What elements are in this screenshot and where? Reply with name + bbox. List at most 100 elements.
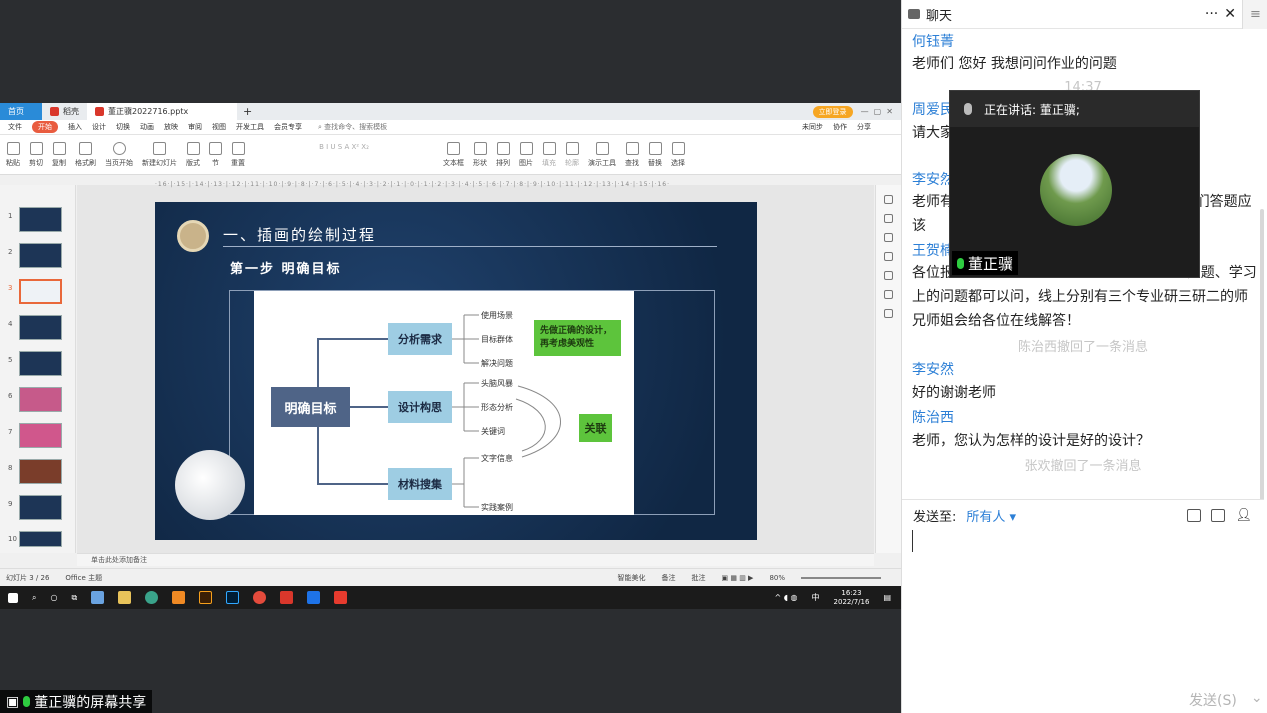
- picture-icon: [519, 141, 533, 155]
- menu-view[interactable]: 视图: [212, 123, 226, 131]
- ribbon-layout[interactable]: 版式: [186, 141, 200, 168]
- ribbon-replace[interactable]: 替换: [648, 141, 662, 168]
- menu-file[interactable]: 文件: [8, 123, 22, 131]
- menu-insert[interactable]: 插入: [68, 123, 82, 131]
- smart-beautify-button[interactable]: 智能美化: [617, 573, 646, 582]
- comment-toggle[interactable]: 批注: [691, 573, 706, 582]
- tool-icon[interactable]: [884, 233, 893, 242]
- panel-menu-icon[interactable]: ≡: [1242, 0, 1267, 29]
- windows-start-icon[interactable]: [8, 592, 18, 603]
- task-view-icon[interactable]: ⧉: [71, 592, 78, 602]
- slide-thumbnail[interactable]: [19, 423, 62, 448]
- menu-start[interactable]: 开始: [32, 121, 58, 133]
- ribbon-play-current[interactable]: 当页开始: [105, 141, 133, 168]
- ribbon-fill[interactable]: 填充: [542, 141, 556, 168]
- folder-icon[interactable]: [1187, 509, 1202, 522]
- tab-doke[interactable]: 稻壳: [42, 103, 87, 120]
- ime-indicator[interactable]: 中: [811, 593, 820, 602]
- ribbon-format-painter[interactable]: 格式刷: [75, 141, 96, 168]
- ribbon-select[interactable]: 选择: [671, 141, 685, 168]
- close-icon[interactable]: ✕: [1224, 6, 1236, 22]
- tool-icon[interactable]: [884, 290, 893, 299]
- slide-thumbnail-selected[interactable]: [19, 279, 62, 304]
- active-speaker-video[interactable]: 正在讲话: 董正骥; 董正骥: [949, 90, 1200, 278]
- wps-office-icon[interactable]: [334, 591, 348, 604]
- app-icon[interactable]: [145, 591, 159, 604]
- illustrator-icon[interactable]: [199, 591, 213, 604]
- slide-thumbnail[interactable]: [19, 351, 62, 376]
- notes-toggle[interactable]: 备注: [661, 573, 676, 582]
- meeting-app-icon[interactable]: [307, 591, 321, 604]
- ribbon-section[interactable]: 节: [209, 141, 222, 168]
- sync-status[interactable]: 未同步: [802, 123, 823, 131]
- view-mode-buttons[interactable]: ▣ ▦ ▥ ▶: [721, 573, 754, 582]
- slide-thumbnail[interactable]: [19, 207, 62, 232]
- file-explorer-icon[interactable]: [118, 591, 132, 604]
- chat-scrollbar[interactable]: [1260, 209, 1264, 499]
- tool-icon[interactable]: [884, 309, 893, 318]
- ribbon-copy[interactable]: 复制: [52, 141, 66, 168]
- ribbon-outline[interactable]: 轮廓: [565, 141, 579, 168]
- slide-thumbnail[interactable]: [19, 459, 62, 484]
- menu-slideshow[interactable]: 放映: [164, 123, 178, 131]
- menu-animation[interactable]: 动画: [140, 123, 154, 131]
- app-icon[interactable]: [91, 591, 105, 604]
- thumb-number: 1: [8, 212, 13, 220]
- tool-icon[interactable]: [884, 252, 893, 261]
- chrome-icon[interactable]: [253, 591, 267, 604]
- menu-review[interactable]: 审阅: [188, 123, 202, 131]
- login-button[interactable]: 立即登录: [812, 105, 853, 118]
- zoom-slider[interactable]: [801, 576, 881, 579]
- ribbon-paste[interactable]: 粘贴: [6, 141, 20, 168]
- tool-icon[interactable]: [884, 195, 893, 204]
- menu-transition[interactable]: 切换: [116, 123, 130, 131]
- new-tab-button[interactable]: +: [243, 105, 253, 118]
- slide-thumbnail[interactable]: [19, 243, 62, 268]
- ribbon-presenter-tools[interactable]: 演示工具: [588, 141, 616, 168]
- cortana-icon[interactable]: ○: [50, 593, 58, 602]
- slide-thumbnail[interactable]: [19, 495, 62, 520]
- current-slide[interactable]: 一、插画的绘制过程 第一步 明确目标: [155, 202, 757, 540]
- menu-design[interactable]: 设计: [92, 123, 106, 131]
- ribbon-textbox[interactable]: 文本框: [443, 141, 464, 168]
- photoshop-icon[interactable]: [226, 591, 240, 604]
- slide-counter: 幻灯片 3 / 26: [6, 573, 50, 582]
- notification-icon[interactable]: ▤: [883, 593, 891, 602]
- ribbon-picture[interactable]: 图片: [519, 141, 533, 168]
- menu-member[interactable]: 会员专享: [274, 123, 302, 131]
- slide-thumbnail[interactable]: [19, 315, 62, 340]
- ribbon-new-slide[interactable]: 新建幻灯片: [142, 141, 177, 168]
- menu-developer[interactable]: 开发工具: [236, 123, 264, 131]
- chevron-down-icon[interactable]: ⌄: [1250, 690, 1263, 706]
- collaborate-button[interactable]: 协作: [833, 123, 847, 131]
- window-controls[interactable]: — ▢ ✕: [860, 107, 893, 116]
- font-controls: B I U S A X² X₂: [319, 142, 369, 151]
- share-button[interactable]: 分享: [857, 123, 871, 131]
- notes-pane[interactable]: 单击此处添加备注: [77, 553, 874, 566]
- more-icon[interactable]: ···: [1204, 6, 1219, 22]
- wps-presentation-icon[interactable]: [280, 591, 294, 604]
- ribbon-find[interactable]: 查找: [625, 141, 639, 168]
- slide-thumbnail[interactable]: [19, 387, 62, 412]
- ribbon-arrange[interactable]: 排列: [496, 141, 510, 168]
- tray-icons[interactable]: ^ ◖ ◍: [774, 593, 798, 602]
- screenshot-icon[interactable]: [1211, 509, 1226, 522]
- app-icon[interactable]: [172, 591, 186, 604]
- send-button[interactable]: 发送(S) ⌄: [1189, 690, 1263, 710]
- message-input-caret[interactable]: [912, 530, 913, 552]
- user-icon[interactable]: 👤︎: [1235, 508, 1252, 523]
- send-to-select[interactable]: 所有人 ▾: [966, 510, 1017, 525]
- slide-thumbnail[interactable]: [19, 531, 62, 547]
- ribbon-reset[interactable]: 重置: [231, 141, 245, 168]
- tab-pptx-file[interactable]: 董正骥2022716.pptx: [87, 103, 237, 120]
- search-icon[interactable]: ⌕: [32, 592, 37, 602]
- chat-message-list[interactable]: 何钰菁 老师们 您好 我想问问作业的问题 14:37 周爱民 请大家 李安然 老…: [902, 29, 1264, 499]
- tool-icon[interactable]: [884, 271, 893, 280]
- command-search[interactable]: ⌕ 查找命令、搜索模板: [318, 123, 388, 131]
- ribbon-shape[interactable]: 形状: [473, 141, 487, 168]
- tool-icon[interactable]: [884, 214, 893, 223]
- ribbon-cut[interactable]: 剪切: [29, 141, 43, 168]
- zoom-level[interactable]: 80%: [769, 573, 785, 582]
- tab-home[interactable]: 首页: [0, 103, 42, 120]
